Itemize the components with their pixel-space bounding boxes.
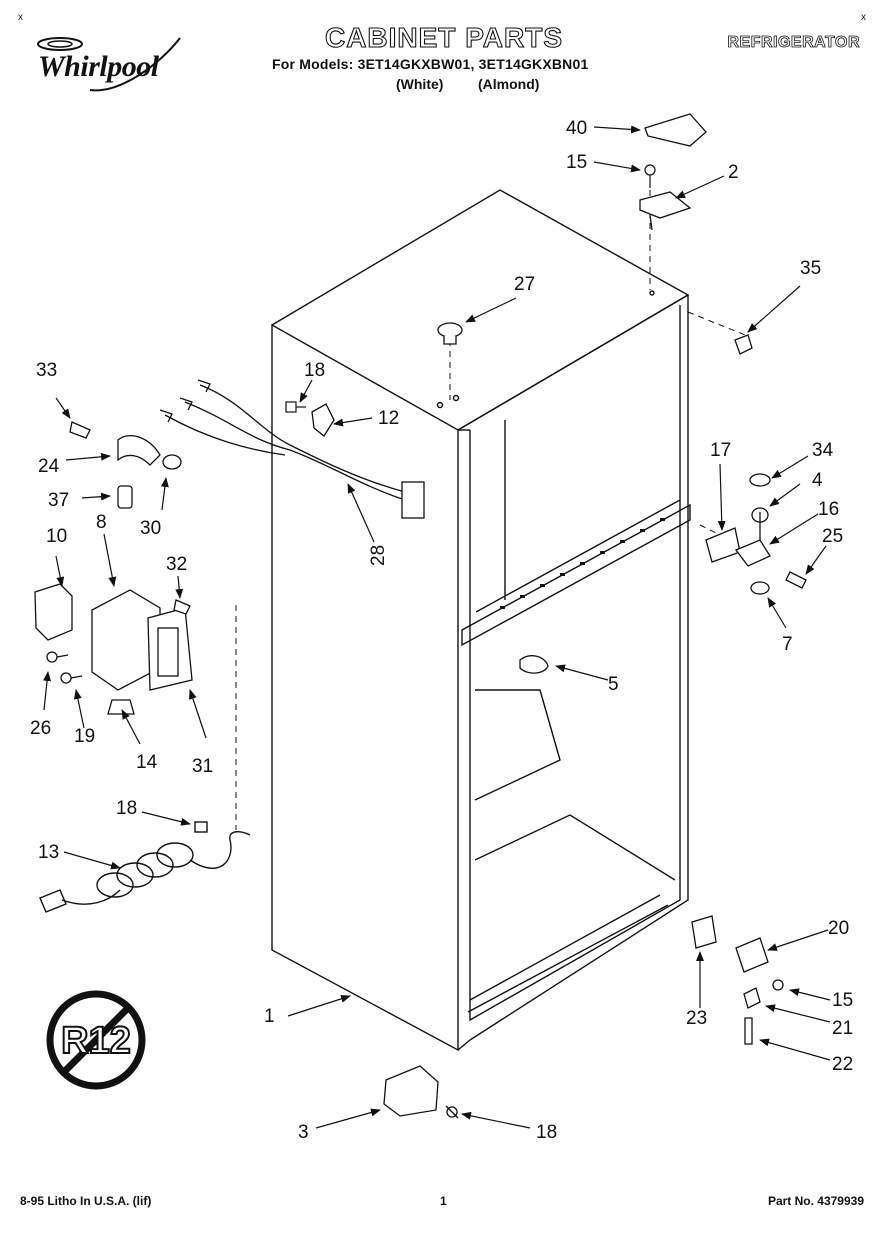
callout-12: 12 [378, 408, 399, 429]
callout-15: 15 [566, 152, 587, 173]
callout-19: 19 [74, 726, 95, 747]
callout-26: 26 [30, 718, 51, 739]
wiring-harness [159, 379, 425, 519]
hinge-screw-top [644, 164, 656, 188]
r12-badge-icon: R12 [46, 990, 146, 1090]
callout-7: 7 [782, 634, 793, 655]
corner-mark-right: x [861, 12, 866, 23]
callout-21: 21 [832, 1018, 853, 1039]
callout-16: 16 [818, 499, 839, 520]
middle-hinge-assembly [705, 473, 807, 595]
callout-1: 1 [264, 1006, 275, 1027]
callout-labels: 40 15 2 35 27 33 18 12 24 37 30 28 10 8 … [30, 118, 853, 1143]
footer-page-number: 1 [440, 1194, 447, 1208]
callout-27: 27 [514, 274, 535, 295]
callout-30: 30 [140, 518, 161, 539]
brand-logo-text: Whirlpool [38, 50, 159, 83]
callout-15: 15 [832, 990, 853, 1011]
callout-40: 40 [566, 118, 587, 139]
cabinet-shell [270, 189, 691, 1052]
left-control-parts [34, 421, 193, 715]
hinge-plug-35 [734, 334, 753, 355]
color-almond-label: (Almond) [478, 76, 540, 92]
callout-3: 3 [298, 1122, 309, 1143]
callout-37: 37 [48, 490, 69, 511]
callout-18: 18 [116, 798, 137, 819]
callout-4: 4 [812, 470, 823, 491]
callout-20: 20 [828, 918, 849, 939]
callout-22: 22 [832, 1054, 853, 1075]
footer-part-number: Part No. 4379939 [767, 1194, 864, 1208]
page-title: CABINET PARTS [324, 21, 564, 53]
callout-24: 24 [38, 456, 60, 477]
top-hinge [639, 191, 692, 231]
power-cord [39, 821, 251, 913]
callout-17: 17 [710, 440, 731, 461]
callout-35: 35 [800, 258, 821, 279]
mullion-holes [500, 518, 665, 609]
callout-33: 33 [36, 360, 57, 381]
clip-screw-18 [285, 401, 306, 413]
harness-clip-12 [311, 403, 335, 437]
callout-8: 8 [96, 512, 107, 533]
callout-28: 28 [368, 545, 389, 566]
callout-14: 14 [136, 752, 158, 773]
dashed-assembly-lines [235, 190, 746, 830]
callout-18: 18 [304, 360, 325, 381]
corner-mark-left: x [18, 12, 23, 23]
top-hinge-cover [644, 113, 707, 147]
callout-34: 34 [812, 440, 834, 461]
mullion-plug-5 [519, 655, 549, 674]
callout-2: 2 [728, 162, 739, 183]
color-white-label: (White) [396, 76, 444, 92]
callout-25: 25 [822, 526, 843, 547]
leader-lines [43, 125, 831, 1129]
appliance-type: REFRIGERATOR [727, 34, 860, 52]
callout-10: 10 [46, 526, 67, 547]
whirlpool-logo-swoosh-icon [37, 37, 181, 92]
models-line: For Models: 3ET14GKXBW01, 3ET14GKXBN01 [272, 56, 589, 72]
callout-32: 32 [166, 554, 187, 575]
callout-18: 18 [536, 1122, 557, 1143]
r12-badge-label: R12 [61, 1020, 131, 1062]
callout-31: 31 [192, 756, 213, 777]
callout-5: 5 [608, 674, 619, 695]
front-leveling-bracket [383, 1065, 459, 1119]
callout-23: 23 [686, 1008, 707, 1029]
footer-litho: 8-95 Litho In U.S.A. (lif) [20, 1194, 152, 1208]
bottom-hinge-assembly [691, 915, 784, 1045]
cabinet-plug-27 [437, 322, 463, 345]
callout-13: 13 [38, 842, 59, 863]
